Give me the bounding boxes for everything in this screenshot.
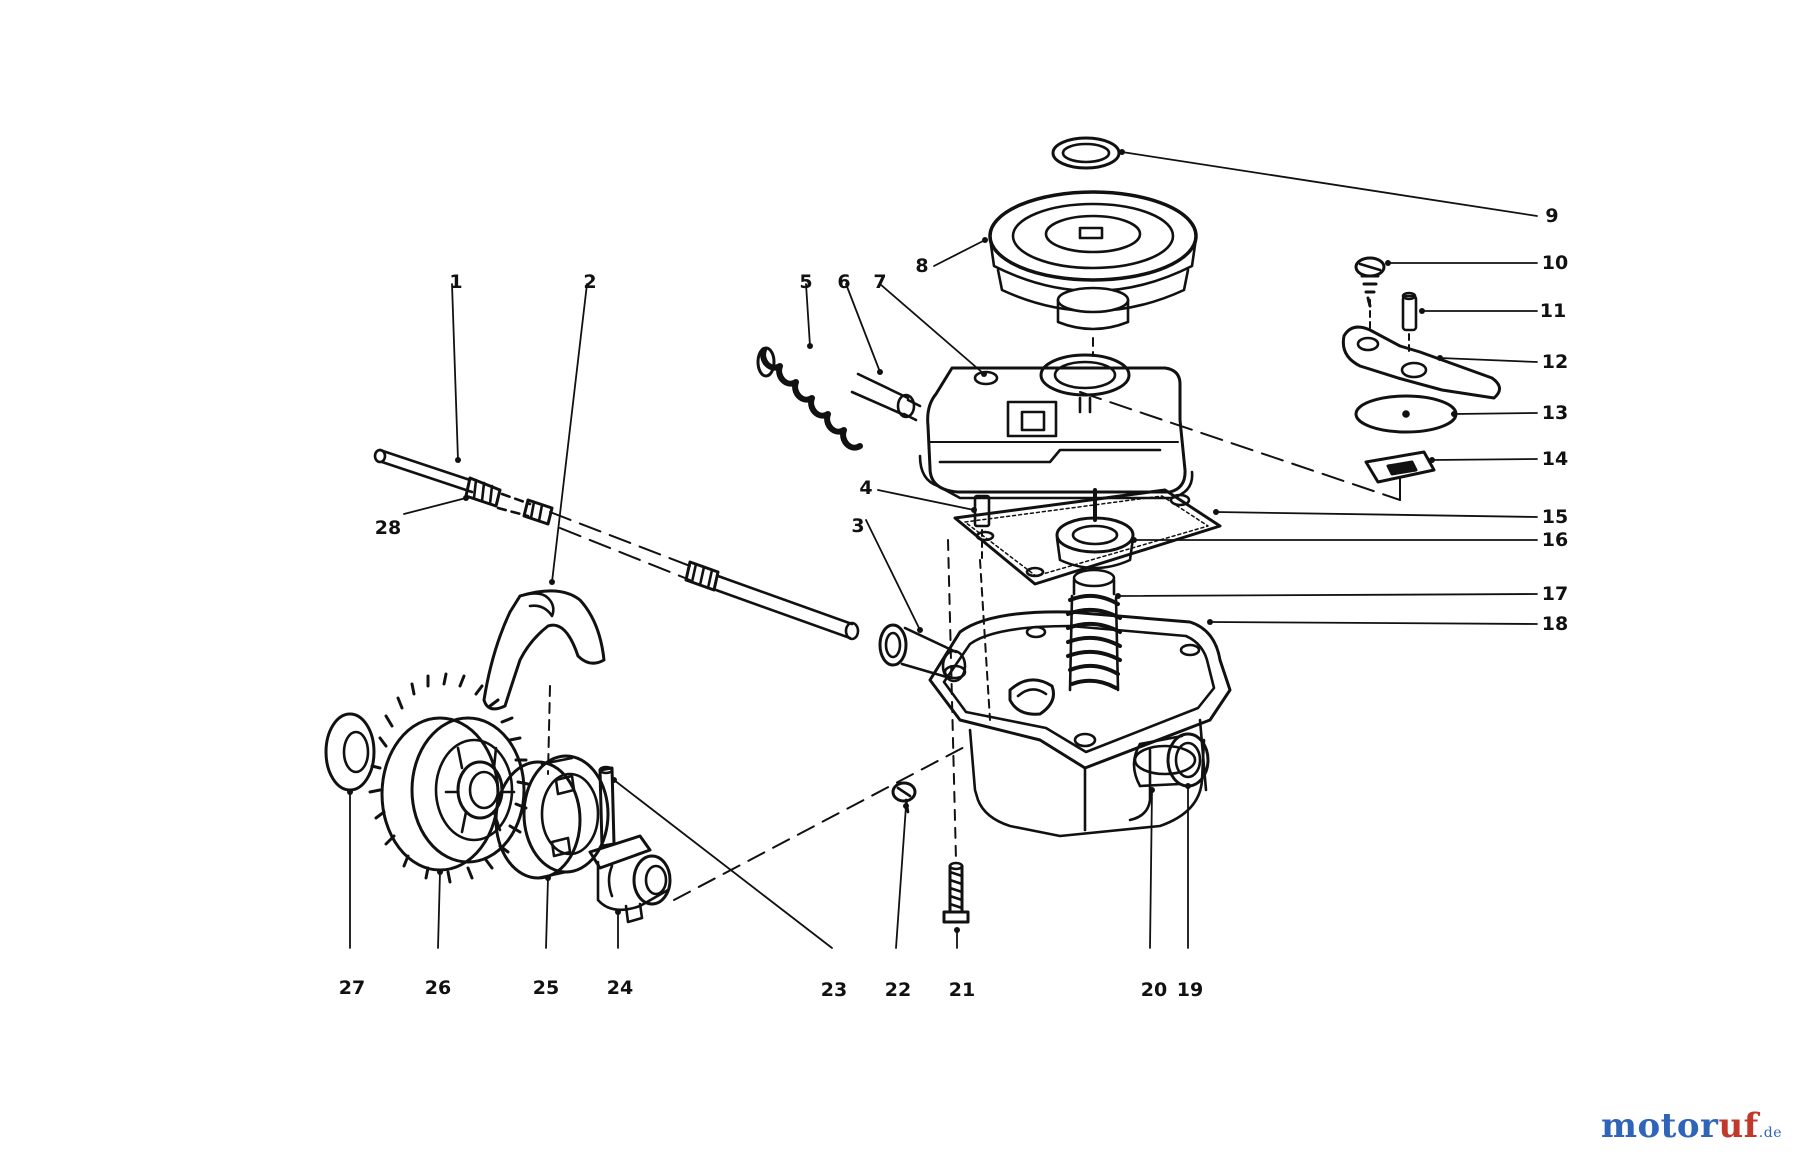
part-25-clutch-collar	[494, 754, 610, 880]
callout-15: 15	[1542, 506, 1568, 528]
callout-13: 13	[1542, 402, 1568, 424]
part-7-cover	[918, 353, 1401, 501]
callout-23: 23	[821, 979, 847, 1001]
watermark-part-uf: uf	[1718, 1106, 1759, 1146]
part-1-axle-shaft	[373, 448, 860, 641]
part-24-coupling	[588, 834, 672, 924]
callout-27: 27	[339, 977, 365, 999]
watermark-part-de: .de	[1758, 1125, 1782, 1141]
callout-2: 2	[583, 271, 596, 293]
watermark-logo: motoruf.de	[1601, 1106, 1782, 1146]
part-5-spring	[756, 346, 863, 451]
part-4-pin	[973, 494, 991, 561]
part-9-seal-ring	[1051, 136, 1121, 170]
part-6-shifter-rod	[850, 372, 922, 422]
callout-28: 28	[375, 517, 401, 539]
callout-7: 7	[873, 271, 886, 293]
part-14-plate	[1364, 450, 1436, 484]
callout-24: 24	[607, 977, 633, 999]
callout-8: 8	[915, 255, 928, 277]
part-19-bushing	[1132, 732, 1210, 788]
leader-lines	[349, 151, 1538, 949]
part-3-bushing	[878, 623, 967, 683]
part-11-pin	[1401, 291, 1418, 357]
callout-19: 19	[1177, 979, 1203, 1001]
callout-5: 5	[799, 271, 812, 293]
callout-12: 12	[1542, 351, 1568, 373]
callout-6: 6	[837, 271, 850, 293]
part-10-screw	[1354, 256, 1386, 331]
part-8-pulley	[988, 190, 1198, 357]
part-2-shift-fork	[482, 589, 606, 775]
callout-22: 22	[885, 979, 911, 1001]
callout-26: 26	[425, 977, 451, 999]
part-16-bearing	[1055, 488, 1135, 570]
part-13-disc	[1354, 394, 1458, 434]
part-26-gear	[368, 672, 530, 884]
callout-21: 21	[949, 979, 975, 1001]
callout-18: 18	[1542, 613, 1568, 635]
part-27-washer	[324, 712, 376, 792]
watermark-part-motor: motor	[1600, 1106, 1719, 1146]
callout-20: 20	[1141, 979, 1167, 1001]
leader-dots	[347, 149, 1457, 933]
part-21-bolt	[942, 861, 970, 924]
callout-10: 10	[1542, 252, 1568, 274]
part-12-bracket	[1341, 325, 1501, 400]
callout-labels: 1 2 3 4 5 6 7 8 9 10 11 12 13 14 15 16 1…	[339, 205, 1568, 1001]
part-17-worm	[1066, 568, 1122, 692]
callout-4: 4	[859, 477, 872, 499]
callout-9: 9	[1545, 205, 1558, 227]
callout-1: 1	[449, 271, 462, 293]
callout-3: 3	[851, 515, 864, 537]
callout-14: 14	[1542, 448, 1568, 470]
callout-25: 25	[533, 977, 559, 999]
part-23-roll-pin	[598, 765, 616, 848]
part-18-housing	[928, 610, 1232, 838]
alignment-lines	[673, 539, 991, 901]
callout-16: 16	[1542, 529, 1568, 551]
callout-11: 11	[1540, 300, 1566, 322]
callout-17: 17	[1542, 583, 1568, 605]
